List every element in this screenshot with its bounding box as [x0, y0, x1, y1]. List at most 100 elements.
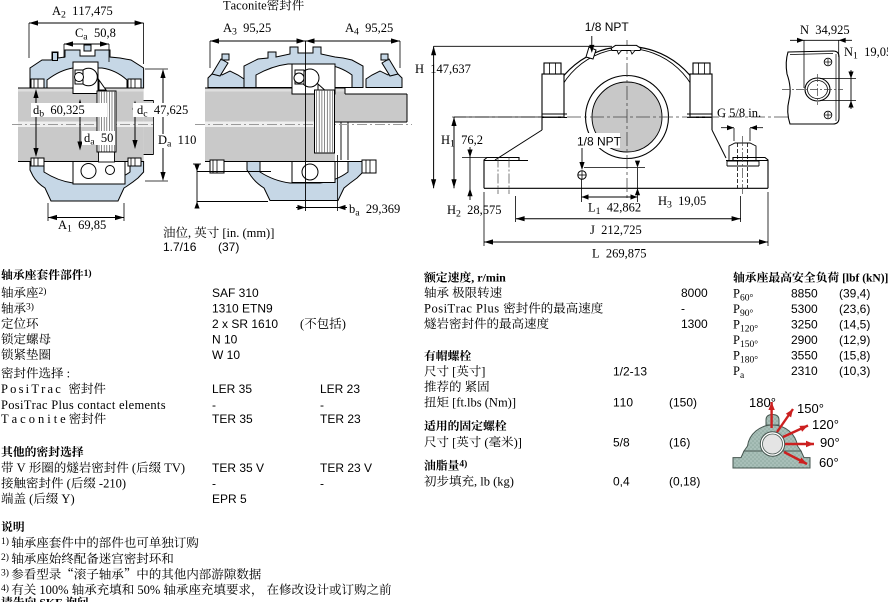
svg-text:TER 23 V: TER 23 V: [320, 461, 372, 475]
svg-text:[: [: [449, 365, 456, 379]
svg-text:d: d: [33, 103, 40, 117]
svg-text:5300: 5300: [791, 302, 818, 316]
svg-text:29,369: 29,369: [360, 202, 401, 216]
svg-text:a: a: [90, 137, 95, 148]
svg-text:P: P: [733, 333, 740, 347]
svg-text:19,05: 19,05: [672, 194, 706, 208]
svg-text:(15,8): (15,8): [839, 349, 870, 363]
svg-text:269,875: 269,875: [600, 247, 647, 261]
svg-text:)]: )]: [514, 435, 522, 449]
svg-text:(150): (150): [669, 396, 697, 410]
svg-text:60,325: 60,325: [44, 103, 85, 117]
svg-text:1310 ETN9: 1310 ETN9: [212, 302, 273, 316]
svg-text:76,2: 76,2: [455, 133, 483, 147]
svg-text:, lb (kg): , lb (kg): [474, 475, 514, 489]
svg-text:(: (: [26, 492, 33, 506]
svg-text:H: H: [658, 194, 667, 208]
svg-text:-: -: [320, 477, 324, 491]
svg-text:8000: 8000: [681, 286, 708, 300]
svg-text:N: N: [844, 45, 853, 59]
svg-text:180°: 180°: [740, 355, 758, 366]
svg-text:3): 3): [26, 302, 34, 313]
svg-text:90°: 90°: [740, 308, 754, 319]
svg-text:2): 2): [39, 286, 47, 297]
svg-text:19,05: 19,05: [858, 45, 888, 59]
svg-text:120°: 120°: [812, 417, 839, 432]
svg-text:SAF 310: SAF 310: [212, 286, 259, 300]
svg-text:50: 50: [95, 131, 114, 145]
svg-text:LER 23: LER 23: [320, 382, 360, 396]
svg-text:P: P: [733, 349, 740, 363]
svg-text:50,8: 50,8: [88, 26, 116, 40]
svg-text:[ft.lbs (Nm)]: [ft.lbs (Nm)]: [449, 396, 516, 410]
svg-text:-: -: [681, 302, 685, 316]
svg-text::: :: [64, 367, 71, 381]
svg-text:147,637: 147,637: [424, 62, 471, 76]
svg-text:3250: 3250: [791, 318, 818, 332]
svg-text:120°: 120°: [740, 324, 758, 335]
svg-text:P: P: [733, 302, 740, 316]
svg-text:A: A: [345, 21, 354, 35]
svg-text:(10,3): (10,3): [839, 364, 870, 378]
svg-text:H: H: [441, 133, 450, 147]
svg-text:1/8 NPT: 1/8 NPT: [585, 20, 630, 34]
svg-text:SKF: SKF: [36, 596, 65, 602]
svg-text:1: 1: [596, 206, 601, 217]
svg-text:3: 3: [667, 200, 672, 211]
svg-text:H: H: [415, 62, 424, 76]
svg-text:(37): (37): [218, 240, 239, 254]
svg-text:TV): TV): [161, 461, 185, 475]
svg-text:95,25: 95,25: [237, 21, 271, 35]
svg-text:J: J: [590, 223, 595, 237]
svg-text:2310: 2310: [791, 364, 818, 378]
svg-text:95,25: 95,25: [359, 21, 393, 35]
svg-text:TER 23: TER 23: [320, 412, 361, 426]
svg-text:[: [: [449, 435, 456, 449]
svg-text:, r/min: , r/min: [471, 271, 506, 285]
svg-text:1/2-13: 1/2-13: [613, 365, 647, 379]
svg-text:(39,4): (39,4): [839, 287, 870, 301]
svg-text:90°: 90°: [820, 435, 840, 450]
svg-text:a: a: [740, 371, 745, 381]
svg-text:1: 1: [450, 139, 455, 150]
svg-text:2 x SR 1610: 2 x SR 1610: [212, 317, 278, 331]
svg-text:b: b: [349, 202, 355, 216]
svg-text:]: ]: [481, 365, 485, 379]
svg-text:TER 35: TER 35: [212, 412, 253, 426]
svg-text:110: 110: [171, 133, 196, 147]
svg-text:(23,6): (23,6): [839, 302, 870, 316]
svg-text:42,862: 42,862: [601, 201, 642, 215]
svg-text:34,925: 34,925: [809, 23, 850, 37]
svg-text:): ): [342, 317, 346, 331]
svg-text:[lbf (kN)]: [lbf (kN)]: [839, 273, 888, 285]
svg-text:,: ,: [188, 226, 194, 240]
svg-text:212,725: 212,725: [595, 223, 642, 237]
svg-text:[in. (mm)]: [in. (mm)]: [219, 226, 274, 240]
svg-text:TER 35 V: TER 35 V: [212, 461, 264, 475]
svg-text:(14,5): (14,5): [839, 318, 870, 332]
svg-text:W 10: W 10: [212, 348, 240, 362]
svg-text:N: N: [800, 23, 809, 37]
svg-text:PosiTrac Plus contact elements: PosiTrac Plus contact elements: [1, 398, 166, 412]
svg-text:0,4: 0,4: [613, 475, 630, 489]
svg-text:-: -: [212, 477, 216, 491]
svg-text:47,625: 47,625: [148, 103, 189, 117]
svg-text:4): 4): [459, 459, 467, 470]
svg-text:-: -: [212, 398, 216, 412]
svg-text:3550: 3550: [791, 349, 818, 363]
svg-text:2: 2: [61, 10, 66, 21]
svg-text:1300: 1300: [681, 317, 708, 331]
svg-text:(: (: [64, 477, 71, 491]
svg-text:P: P: [733, 364, 740, 378]
svg-text:1: 1: [853, 51, 858, 62]
svg-text:d: d: [84, 131, 91, 145]
svg-text:PosiTrac Plus: PosiTrac Plus: [424, 302, 503, 316]
svg-text:(12,9): (12,9): [839, 333, 870, 347]
svg-text:Y): Y): [58, 492, 74, 506]
svg-text:2900: 2900: [791, 333, 818, 347]
svg-text:V: V: [14, 461, 29, 475]
svg-text:(0,18): (0,18): [669, 475, 700, 489]
svg-text:2: 2: [456, 209, 461, 220]
svg-text:4): 4): [1, 583, 11, 594]
svg-text:b: b: [39, 109, 44, 120]
